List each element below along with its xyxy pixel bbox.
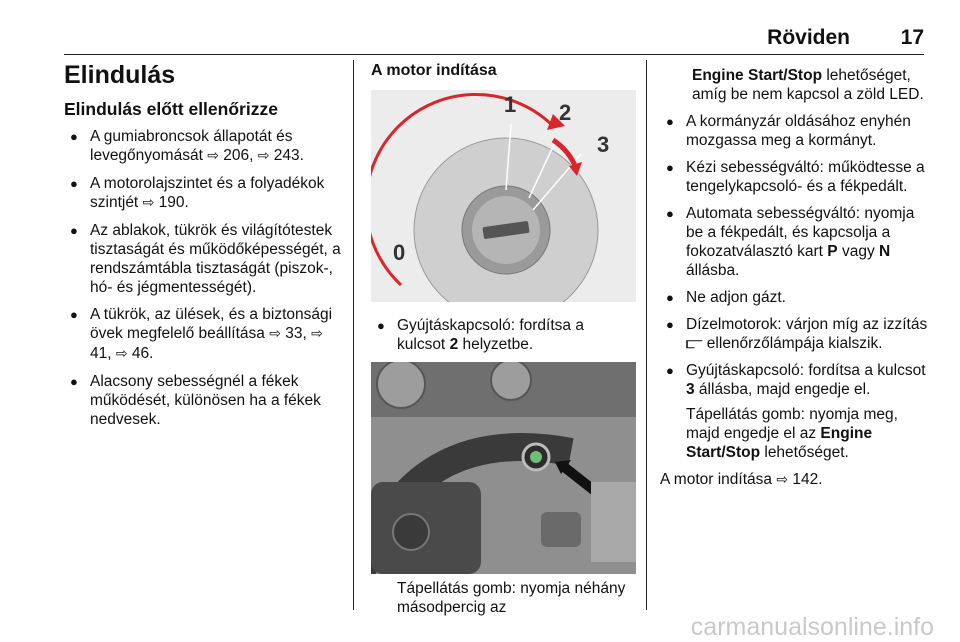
xref-icon[interactable]: ⇨ — [269, 326, 281, 342]
position-label-1: 1 — [504, 92, 516, 117]
page-number: 17 — [900, 26, 924, 49]
list-item: Dízelmotorok: várjon míg az izzítás ⫍ el… — [660, 315, 930, 353]
column-divider — [646, 60, 647, 610]
list-item: A tükrök, az ülések, és a biztonsági öve… — [64, 305, 344, 364]
xref-icon[interactable]: ⇨ — [311, 326, 323, 342]
dashboard-photo — [347, 359, 636, 579]
xref-icon[interactable]: ⇨ — [776, 472, 789, 488]
column-divider — [353, 60, 354, 610]
start-button-photo — [347, 359, 636, 579]
photo-caption: Tápellátás gomb: nyomja néhány másodperc… — [397, 580, 626, 616]
list-item: A gumiabroncsok állapotát és levegőnyomá… — [64, 127, 344, 166]
list-item: Gyújtáskapcsoló: fordítsa a kulcsot 3 ál… — [660, 361, 930, 399]
watermark: carmanualsonline.info — [690, 613, 934, 641]
list-item: A kormányzár oldásához enyhén mozgassa m… — [660, 112, 930, 150]
xref-icon[interactable]: ⇨ — [115, 346, 128, 362]
list-item: Kézi sebességváltó: működtesse a tengely… — [660, 158, 930, 196]
xref-icon[interactable]: ⇨ — [257, 148, 270, 164]
start-steps-list: A kormányzár oldásához enyhén mozgassa m… — [660, 112, 930, 399]
list-item: Ne adjon gázt. — [660, 288, 930, 307]
section-title: Röviden — [767, 26, 850, 49]
checklist-heading: Elindulás előtt ellenőrizze — [64, 99, 278, 119]
list-item: Gyújtáskapcsoló: fordítsa a kulcsot 2 he… — [371, 316, 636, 354]
ignition-switch-figure: 0 1 2 3 — [364, 90, 636, 323]
continued-text: Engine Start/Stop lehetőséget, amíg be n… — [692, 67, 924, 103]
engine-start-heading: A motor indítása — [371, 62, 497, 79]
column-left: Elindulás Elindulás előtt ellenőrizze A … — [64, 60, 344, 437]
cross-reference: A motor indítása ⇨ 142. — [660, 471, 823, 488]
column-middle: A motor indítása 0 1 2 3 Gyújtáskapcsoló… — [347, 60, 636, 617]
power-button-note: Tápellátás gomb: nyomja meg, majd engedj… — [686, 406, 898, 461]
page-title: Elindulás — [64, 61, 176, 89]
position-label-3: 3 — [597, 132, 609, 157]
ignition-switch-diagram: 0 1 2 3 — [364, 90, 636, 323]
xref-icon[interactable]: ⇨ — [207, 148, 219, 164]
list-item: Automata sebességváltó: nyomja be a fékp… — [660, 204, 930, 280]
header-rule — [64, 54, 924, 55]
list-item: A motorolajszintet és a folyadékok szint… — [64, 174, 344, 213]
checklist: A gumiabroncsok állapotát és levegőnyomá… — [64, 127, 344, 429]
xref-icon[interactable]: ⇨ — [142, 195, 155, 211]
footer: carmanualsonline.info — [0, 613, 960, 642]
page-header: Röviden 17 — [0, 0, 960, 56]
list-item: Alacsony sebességnél a fékek működését, … — [64, 372, 344, 429]
column-right: Engine Start/Stop lehetőséget, amíg be n… — [660, 60, 930, 490]
list-item: Az ablakok, tükrök és világítótestek tis… — [64, 221, 344, 297]
position-label-2: 2 — [559, 100, 571, 125]
engine-start-steps: Gyújtáskapcsoló: fordítsa a kulcsot 2 he… — [371, 316, 636, 354]
glow-plug-icon: ⫍ — [686, 335, 703, 352]
position-label-0: 0 — [393, 240, 405, 265]
